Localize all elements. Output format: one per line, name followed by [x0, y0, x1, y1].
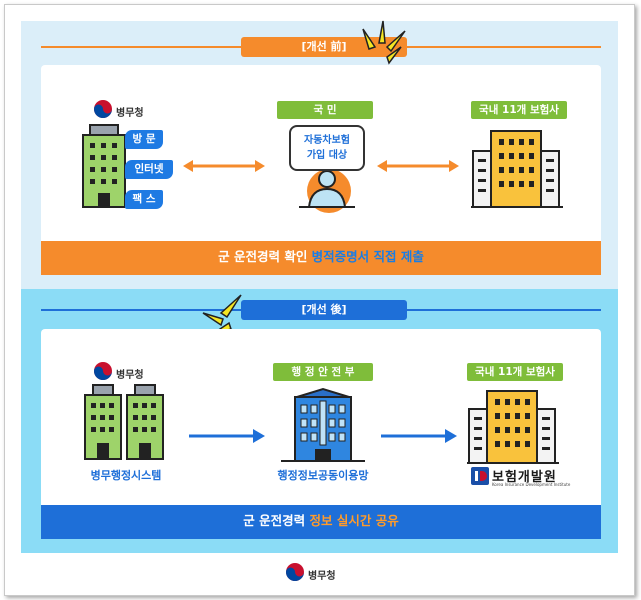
- after-banner: 군 운전경력 정보 실시간 공유: [41, 505, 601, 539]
- taegeuk-logo-icon: [94, 100, 112, 118]
- after-banner-highlight: 정보 실시간 공유: [309, 513, 399, 528]
- kidi-subtitle: Korea Insurance Development Institute: [492, 482, 571, 487]
- citizen-person-icon: [299, 169, 355, 213]
- infographic-frame: [개선 前] 병무청 방 문 인터넷 팩 스 국: [4, 4, 635, 596]
- channel-fax-tag: 팩 스: [125, 190, 163, 209]
- twin-green-buildings-icon: [84, 384, 164, 460]
- insurer-buildings-icon-after: [467, 390, 559, 464]
- arrow-right-icon-2: [381, 429, 457, 443]
- double-arrow-right-icon: [377, 160, 459, 172]
- after-banner-prefix: 군 운전경력: [243, 513, 310, 528]
- ministry-label: 행 정 안 전 부: [273, 363, 373, 381]
- double-arrow-left-icon: [183, 160, 265, 172]
- mma-logo-text-after: 병무청: [116, 370, 144, 381]
- burst-icon: [362, 20, 406, 65]
- citizen-label: 국 민: [277, 101, 373, 119]
- mma-logo-text: 병무청: [116, 108, 144, 119]
- bubble-line-2: 가입 대상: [306, 150, 348, 161]
- before-header: [개선 前]: [241, 37, 407, 57]
- insurer-buildings-icon: [471, 130, 563, 208]
- insurer-label-before: 국내 11개 보험사: [471, 101, 567, 119]
- before-banner-highlight: 병적증명서 직접 제출: [311, 249, 424, 264]
- green-building-icon: [82, 124, 126, 208]
- network-caption: 행정정보공동이용망: [277, 469, 369, 482]
- system-caption: 병무행정시스템: [90, 469, 162, 482]
- before-banner: 군 운전경력 확인 병적증명서 직접 제출: [41, 241, 601, 275]
- before-banner-prefix: 군 운전경력 확인: [218, 249, 312, 264]
- kidi-logo-icon: [471, 467, 489, 485]
- bubble-line-1: 자동차보험: [304, 135, 350, 146]
- arrow-right-icon-1: [189, 429, 265, 443]
- kidi-name: 보험개발원: [492, 470, 557, 485]
- ministry-building-icon: [281, 387, 365, 462]
- insurer-label-after: 국내 11개 보험사: [467, 363, 563, 381]
- footer-taegeuk-logo-icon: [286, 563, 304, 581]
- speech-bubble: 자동차보험 가입 대상: [289, 125, 365, 171]
- taegeuk-logo-icon-after: [94, 362, 112, 380]
- channel-visit-tag: 방 문: [125, 130, 163, 149]
- footer-logo-text: 병무청: [308, 571, 336, 582]
- channel-internet-tag: 인터넷: [125, 160, 173, 179]
- after-header: [개선 後]: [241, 300, 407, 320]
